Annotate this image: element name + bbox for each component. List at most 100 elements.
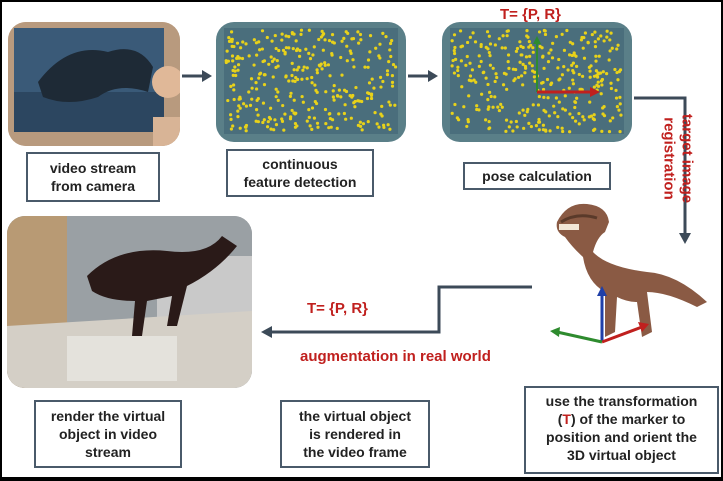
feature-point: [505, 34, 509, 38]
feature-point: [571, 61, 576, 65]
feature-point: [394, 65, 398, 69]
feature-point: [523, 71, 527, 75]
feature-point: [349, 51, 353, 55]
augmented-scene-illustration: [7, 216, 252, 388]
feature-point: [485, 30, 490, 34]
feature-point: [609, 31, 613, 35]
feature-point: [319, 62, 323, 66]
feature-point: [320, 29, 324, 33]
feature-point: [388, 41, 393, 46]
feature-point: [238, 95, 242, 99]
feature-point: [557, 57, 561, 62]
caption-pose-calculation: pose calculation: [463, 162, 611, 190]
feature-point: [592, 85, 596, 89]
feature-point: [368, 33, 373, 38]
feature-point: [391, 62, 396, 67]
feature-point: [258, 72, 262, 76]
feature-point: [345, 44, 349, 48]
feature-point: [549, 81, 554, 85]
feature-point: [562, 65, 566, 69]
feature-point: [290, 32, 295, 36]
feature-point: [591, 117, 595, 121]
transform-label-mid: T= {P, R}: [307, 300, 369, 317]
feature-point: [560, 126, 564, 130]
feature-point: [553, 111, 557, 115]
feature-point: [568, 40, 572, 44]
target-registration-label: target image registration: [661, 102, 704, 222]
feature-point: [390, 80, 395, 85]
feature-point: [504, 118, 509, 122]
feature-point: [290, 73, 294, 78]
feature-point: [594, 54, 598, 58]
feature-point: [563, 108, 568, 112]
feature-detection-photo: [216, 22, 406, 142]
feature-point: [262, 118, 266, 122]
feature-point: [609, 81, 613, 85]
feature-point: [524, 55, 529, 59]
feature-point: [486, 107, 490, 111]
feature-point: [372, 86, 376, 90]
feature-point: [337, 88, 341, 92]
feature-point: [614, 88, 618, 92]
caption-transformation-t: T: [562, 411, 571, 427]
feature-point: [452, 71, 457, 75]
feature-point: [299, 28, 304, 32]
feature-point: [504, 72, 508, 76]
feature-point: [294, 39, 298, 43]
feature-point: [551, 41, 555, 45]
feature-point: [366, 58, 371, 62]
feature-point: [521, 83, 525, 87]
feature-point: [488, 90, 492, 94]
feature-point: [616, 78, 620, 82]
feature-point: [532, 75, 536, 79]
feature-point: [542, 95, 546, 99]
feature-point: [385, 72, 390, 77]
feature-point: [487, 119, 491, 124]
feature-point: [572, 51, 576, 55]
feature-point: [571, 68, 575, 73]
feature-point: [257, 40, 261, 44]
feature-point: [307, 115, 311, 119]
feature-point: [327, 39, 332, 43]
feature-point: [236, 54, 240, 59]
caption-transformation-post: ) of the marker to position and orient t…: [546, 411, 697, 463]
feature-point: [593, 45, 598, 49]
feature-point: [384, 34, 388, 39]
feature-point: [581, 46, 585, 50]
feature-point: [232, 88, 236, 92]
feature-point: [526, 107, 530, 111]
feature-point: [268, 117, 273, 121]
feature-point: [352, 101, 356, 105]
target-registration-line1: target image: [678, 113, 696, 204]
feature-point: [329, 125, 333, 129]
feature-point: [274, 87, 278, 91]
feature-point: [500, 105, 504, 109]
marker-axes-icon: [550, 286, 649, 344]
feature-point: [609, 86, 614, 91]
feature-point: [515, 125, 519, 129]
feature-point: [381, 79, 385, 84]
feature-point: [574, 119, 578, 123]
feature-point: [487, 105, 491, 109]
feature-point: [351, 36, 356, 41]
feature-point: [291, 47, 295, 51]
feature-point: [571, 82, 575, 86]
caption-feature-detection: continuous feature detection: [226, 149, 374, 197]
feature-point: [530, 64, 534, 68]
feature-point: [373, 111, 377, 115]
feature-point: [565, 28, 569, 33]
feature-point: [343, 103, 347, 107]
feature-point: [225, 49, 229, 53]
feature-point: [368, 50, 372, 54]
feature-point: [567, 86, 571, 90]
feature-point: [310, 127, 314, 131]
marker-image: [224, 28, 398, 134]
feature-point: [342, 88, 347, 92]
feature-point: [358, 32, 363, 37]
feature-point: [521, 62, 525, 66]
feature-point: [568, 130, 572, 134]
feature-point: [393, 103, 397, 107]
feature-point: [351, 58, 355, 62]
feature-points-overlay: [224, 28, 398, 134]
